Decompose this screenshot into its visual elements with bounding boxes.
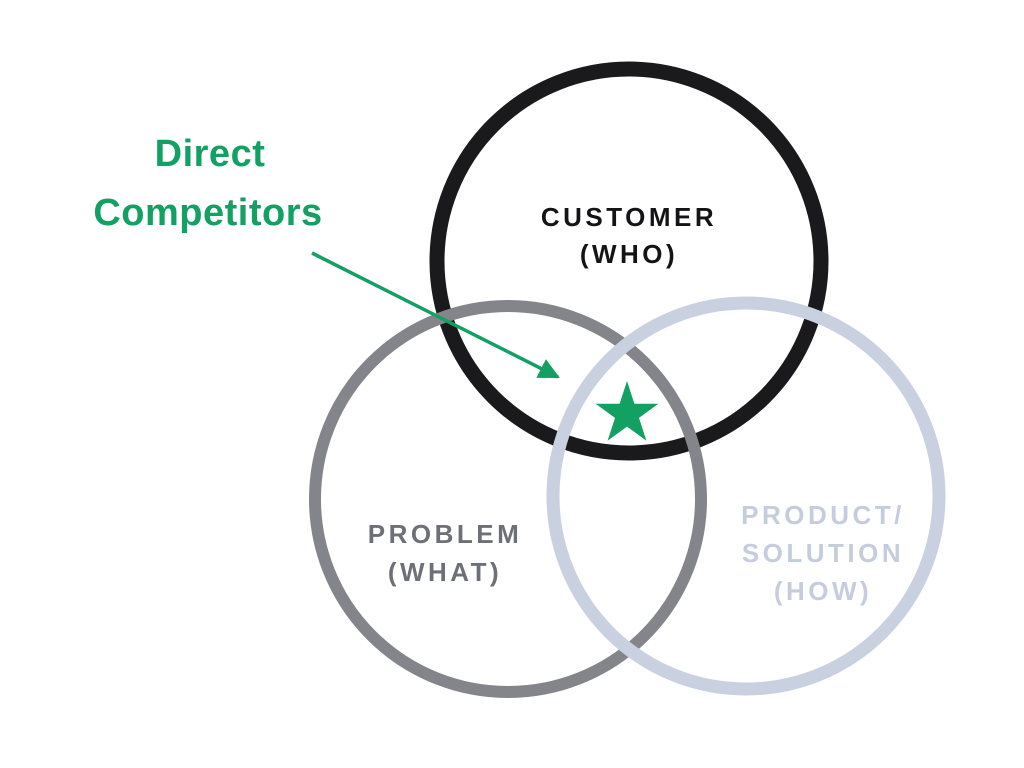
venn-circle-problem <box>309 300 707 698</box>
product-label-line1: PRODUCT/ <box>741 500 905 530</box>
customer-label-line2: (WHO) <box>580 239 678 269</box>
product-label-line3: (HOW) <box>774 576 872 606</box>
venn-circle-customer <box>429 61 829 461</box>
annotation-line1: Direct <box>155 133 266 175</box>
venn-circle-product <box>546 296 946 696</box>
customer-label-line1: CUSTOMER <box>541 202 717 232</box>
annotation-line2: Competitors <box>93 192 322 234</box>
product-label-line2: SOLUTION <box>742 538 904 568</box>
problem-label-line1: PROBLEM <box>368 519 523 549</box>
problem-label-line2: (WHAT) <box>388 557 502 587</box>
star-icon <box>595 381 659 441</box>
annotation-arrow <box>311 251 560 379</box>
